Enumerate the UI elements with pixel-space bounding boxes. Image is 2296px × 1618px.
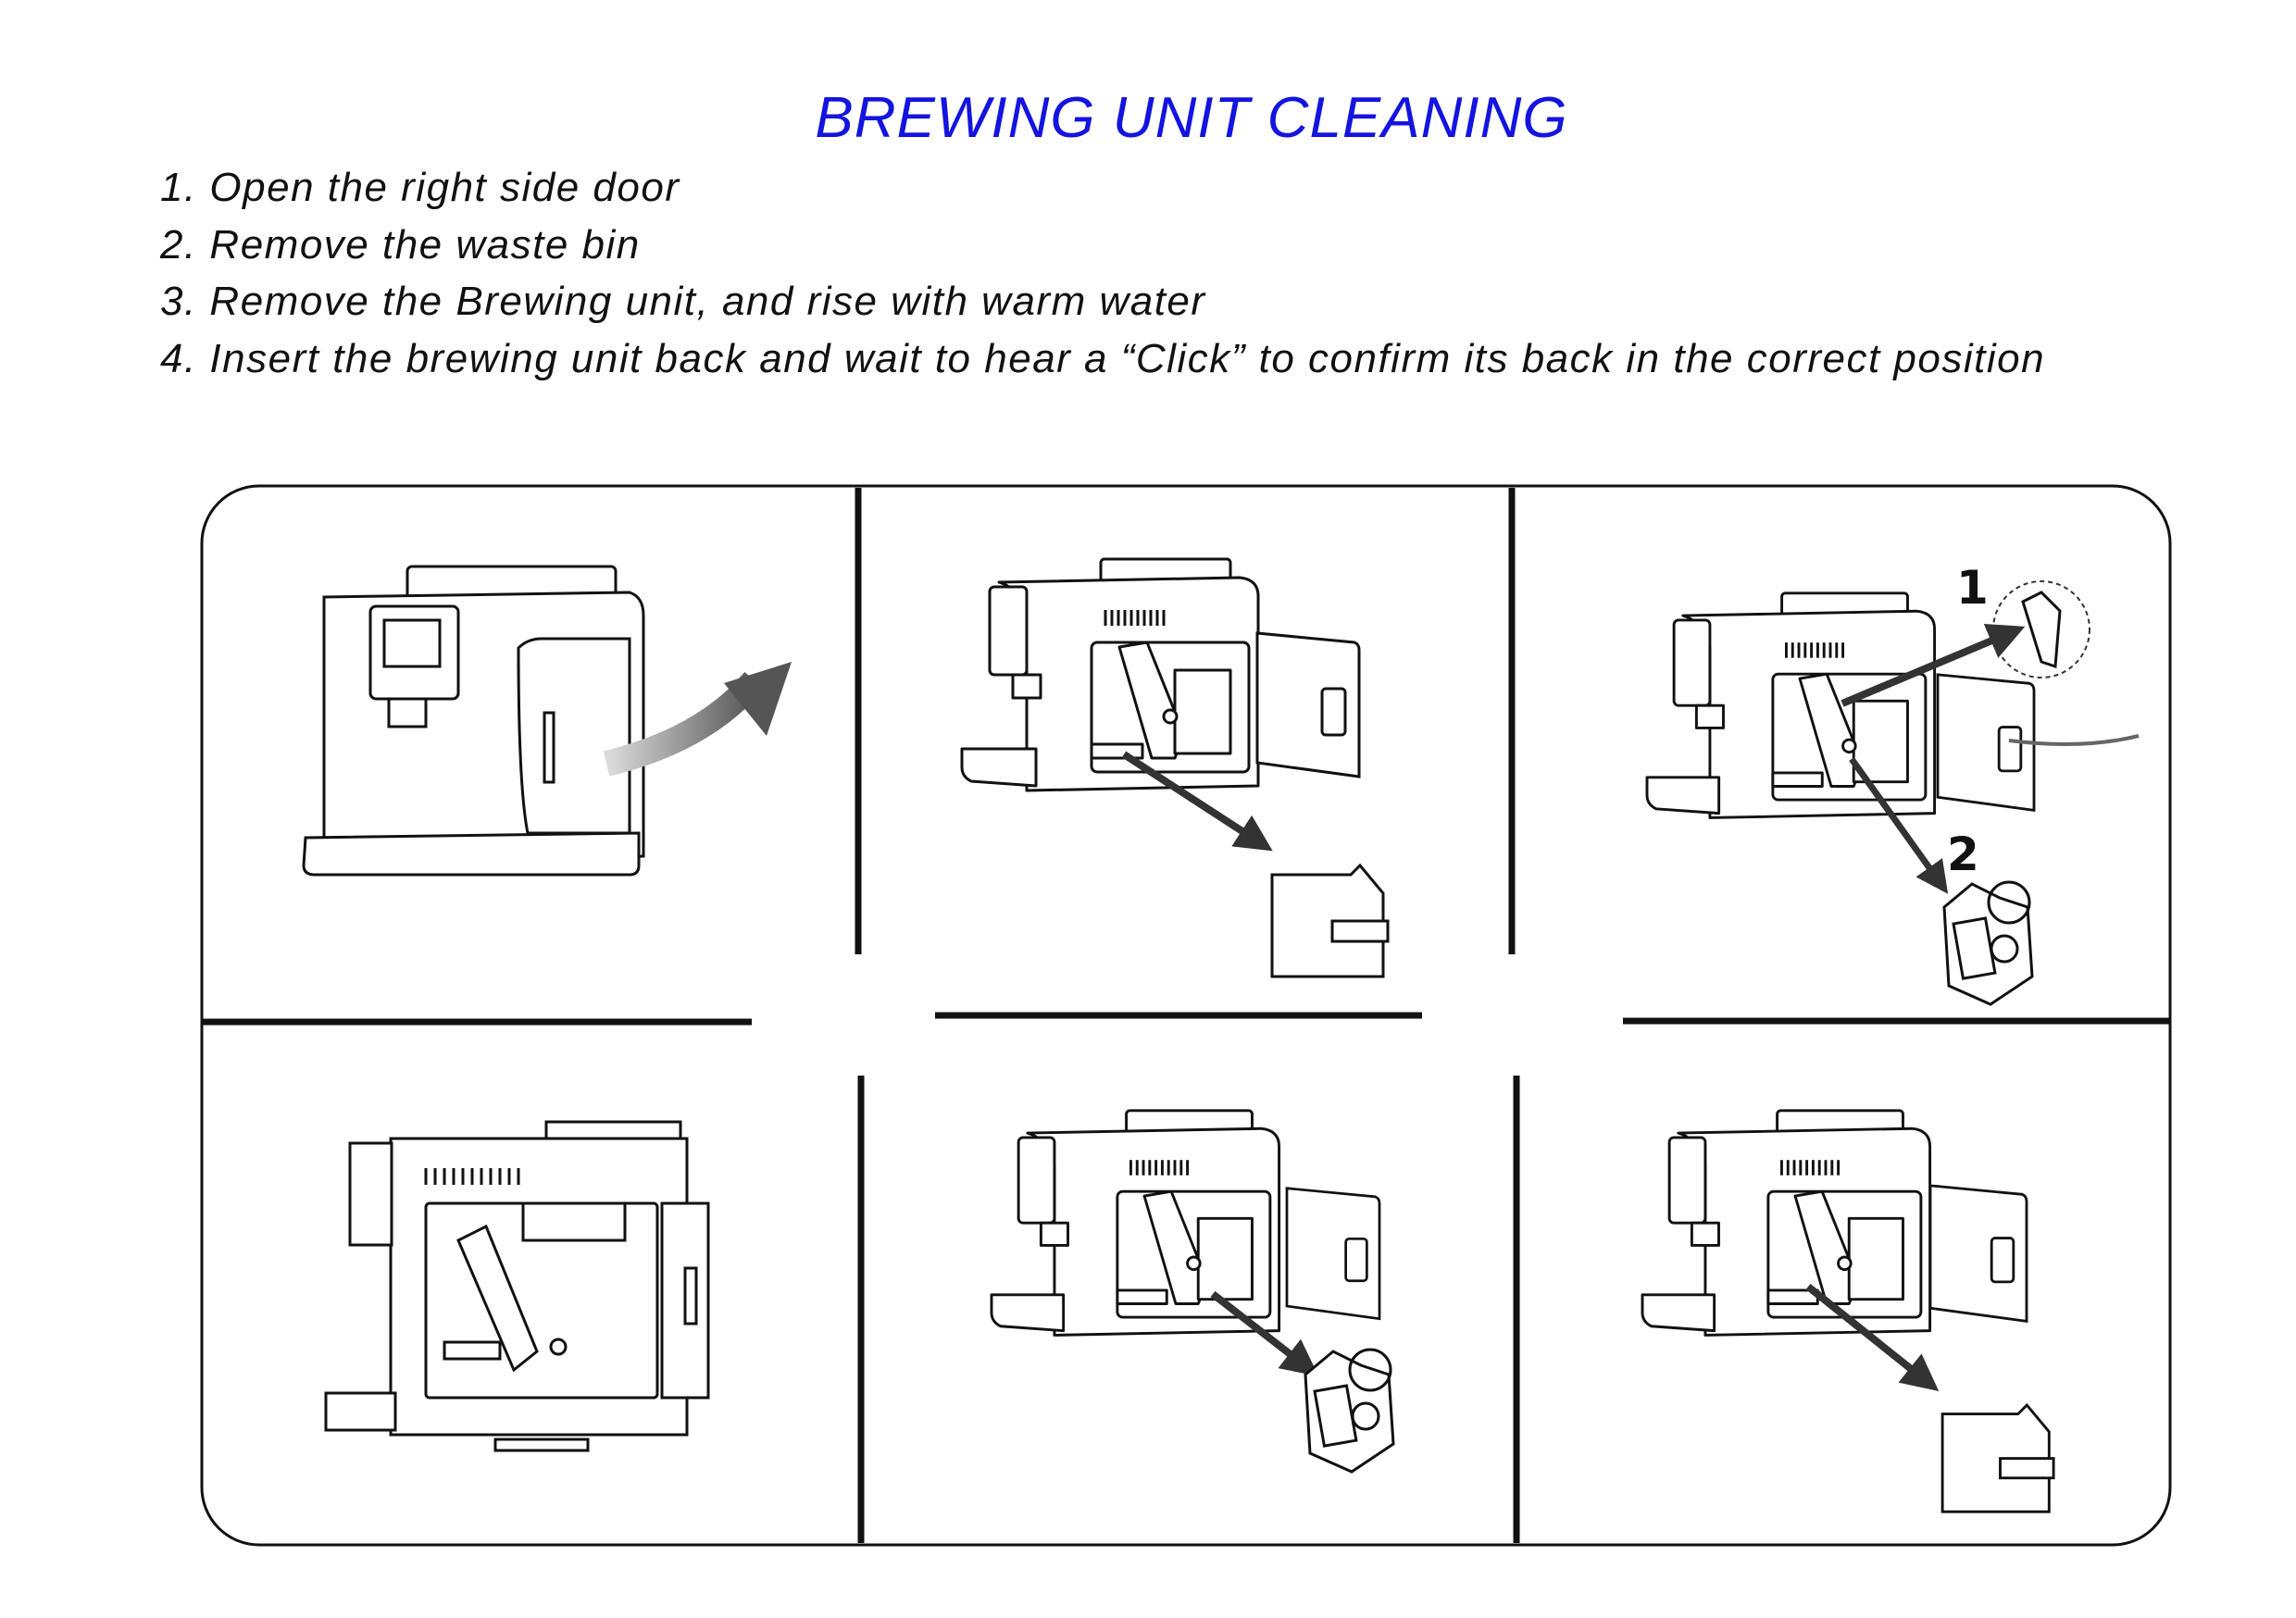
panel-frame: [200, 484, 2172, 1547]
callout-1: 1: [1956, 561, 1989, 615]
page-title: BREWING UNIT CLEANING: [815, 86, 1568, 150]
step-2: 2. Remove the waste bin: [160, 221, 641, 268]
panel-dividers: [203, 488, 2169, 1543]
step-3-illustration: 1 2: [1645, 561, 2140, 1006]
step-6-illustration: [1641, 1109, 2055, 1513]
step-3: 3. Remove the Brewing unit, and rise wit…: [160, 279, 1206, 324]
step-4-illustration: [324, 1120, 710, 1452]
callout-2: 2: [1947, 828, 1979, 881]
step-1: 1. Open the right side door: [160, 165, 680, 210]
step-1-illustration: [302, 565, 792, 877]
step-2-illustration: [960, 557, 1390, 978]
step-5-illustration: [990, 1109, 1395, 1474]
step-4: 4. Insert the brewing unit back and wait…: [160, 335, 2046, 381]
instruction-list: 1. Open the right side door 2. Remove th…: [160, 159, 2045, 387]
